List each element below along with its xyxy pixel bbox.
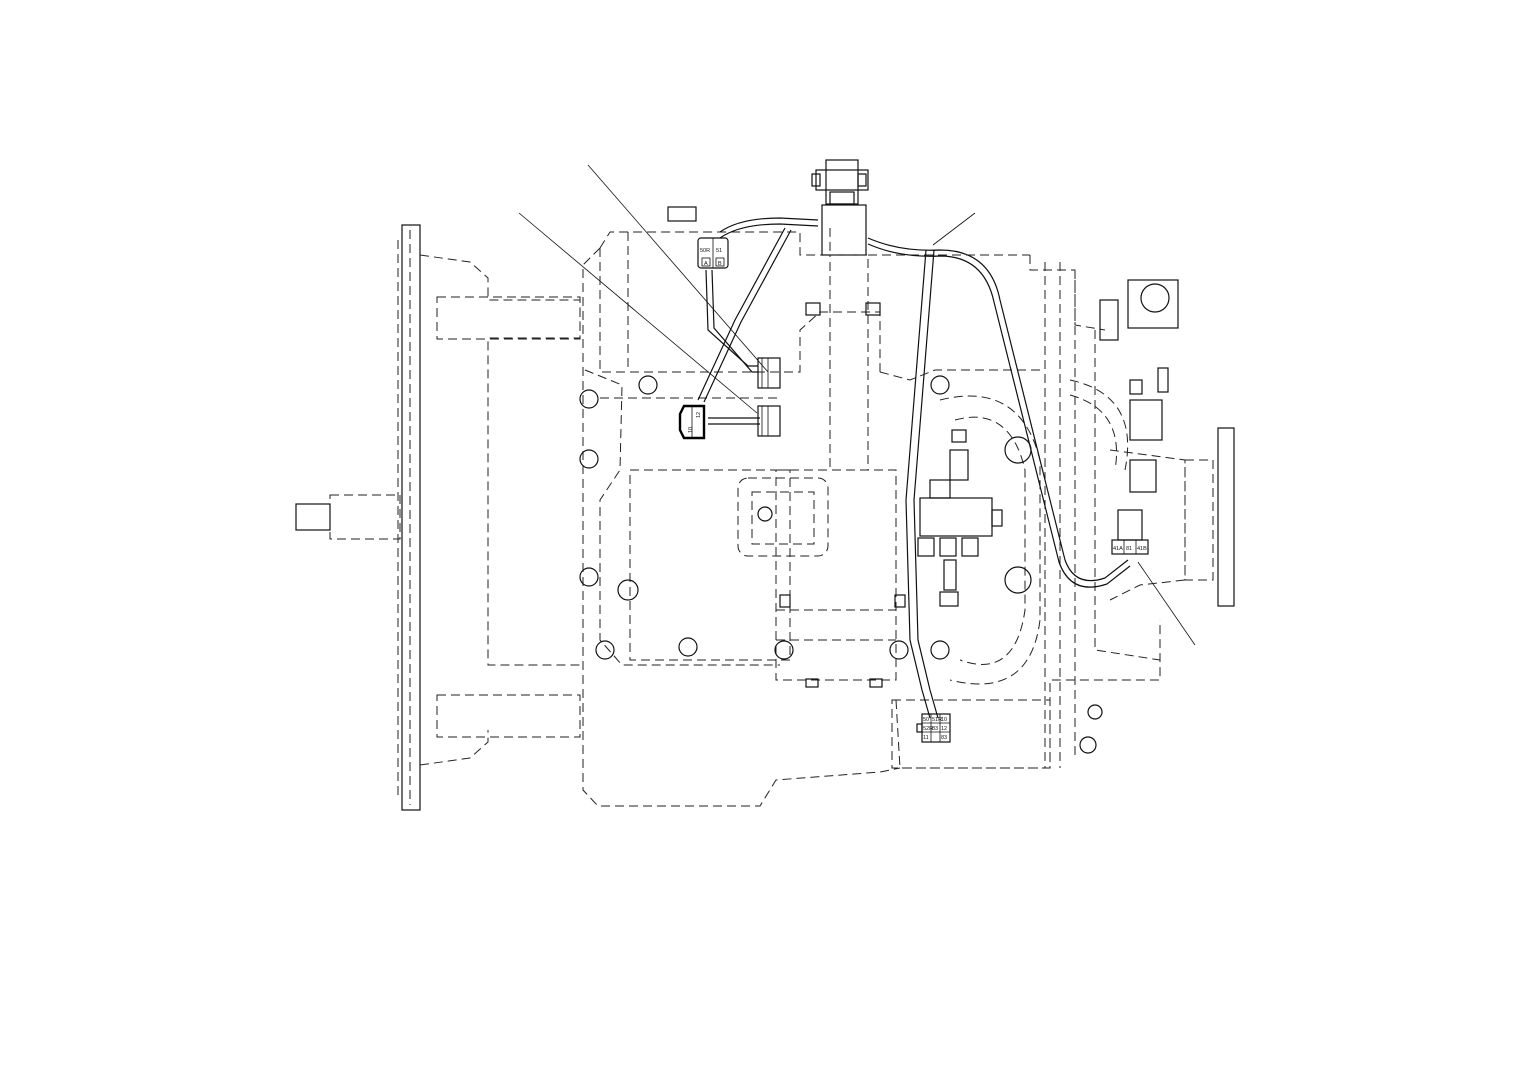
connector-top-pin-1: 50R bbox=[700, 248, 710, 254]
input-flange bbox=[295, 224, 581, 811]
connector-bottom-pin-6: 12 bbox=[941, 726, 947, 732]
connector-left-pin-2: 12 bbox=[696, 412, 702, 418]
connector-bottom-pin-3: 10 bbox=[941, 717, 947, 723]
connector-bottom-pin-1: 50 bbox=[923, 717, 929, 723]
connector-left: 10 12 bbox=[678, 404, 706, 440]
connector-bottom-pin-7: 11 bbox=[923, 735, 929, 741]
connector-right: 41A 81 41B bbox=[1111, 539, 1149, 555]
sensors bbox=[757, 357, 781, 437]
center-column bbox=[811, 159, 869, 471]
connector-top-pin-2: 51 bbox=[716, 248, 722, 254]
connector-left-pin-1: 10 bbox=[688, 427, 694, 433]
connector-bottom-pin-4: 52R bbox=[923, 726, 933, 732]
connector-top: 50R 51 A B bbox=[697, 237, 729, 269]
hex-bolts bbox=[579, 206, 1170, 754]
connector-right-pin-1: 41A bbox=[1113, 546, 1123, 552]
connector-top-tab-a: A bbox=[704, 261, 708, 267]
leader-lines bbox=[518, 164, 1196, 646]
connector-right-pin-2: 81 bbox=[1126, 546, 1132, 552]
connector-bottom-pin-8: 83 bbox=[941, 735, 947, 741]
wiring-harness bbox=[697, 217, 1131, 719]
connector-top-tab-b: B bbox=[718, 261, 722, 267]
connector-bottom-pin-2: 51R bbox=[932, 717, 942, 723]
main-housing bbox=[582, 228, 1235, 807]
valve-block bbox=[917, 279, 1179, 607]
connector-bottom-pin-5: 83 bbox=[932, 726, 938, 732]
connector-bottom: 50 51R 10 52R 83 12 11 83 bbox=[916, 713, 951, 743]
connector-right-pin-3: 41B bbox=[1137, 546, 1147, 552]
